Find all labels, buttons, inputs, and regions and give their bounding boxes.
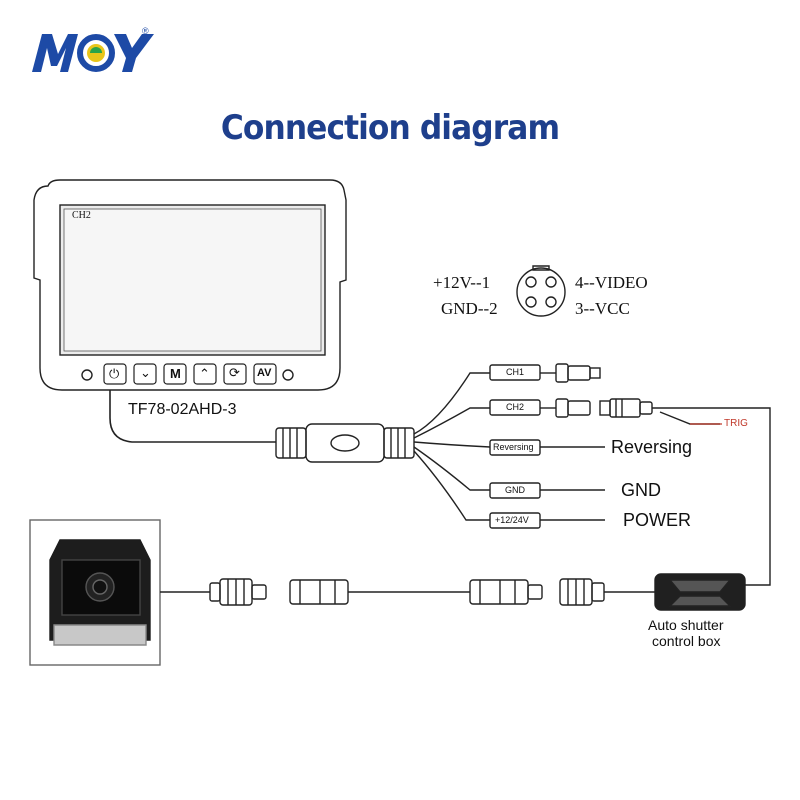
control-box-label-line2: control box: [652, 633, 721, 649]
power-tag: +12/24V: [495, 515, 529, 525]
connector-pinout: [516, 265, 566, 317]
trig-label: TRIG: [724, 418, 748, 429]
auto-shutter-control-box: [654, 573, 746, 611]
page-title: Connection diagram: [220, 108, 560, 148]
rotate-icon: ⟳: [229, 365, 240, 380]
down-icon: ⌄: [140, 365, 151, 380]
gnd-tag: GND: [505, 485, 525, 495]
screen-channel-label: CH2: [72, 210, 91, 221]
ch1-tag: CH1: [506, 367, 525, 377]
rear-camera: [49, 539, 151, 646]
pin2-label: GND--2: [441, 299, 498, 318]
pin4-label: 4--VIDEO: [575, 273, 648, 292]
button-av: AV: [257, 367, 272, 379]
reversing-label: Reversing: [611, 437, 693, 457]
power-label: POWER: [623, 510, 692, 530]
monitor-model: TF78-02AHD-3: [128, 401, 237, 418]
control-box-label-line1: Auto shutter: [648, 617, 724, 633]
pin3-label: 3--VCC: [575, 299, 630, 318]
pin1-label: +12V--1: [433, 273, 491, 292]
monitor-housing: [33, 179, 347, 391]
registered-mark: ®: [142, 26, 149, 36]
button-m: M: [170, 366, 181, 381]
ch2-tag: CH2: [506, 402, 525, 412]
brand-logo: [32, 34, 154, 72]
up-icon: ⌃: [199, 366, 210, 381]
splitter-body: [275, 423, 415, 463]
power-icon: ⏻: [109, 366, 120, 381]
gnd-label: GND: [621, 480, 661, 500]
reversing-tag: Reversing: [493, 442, 534, 452]
